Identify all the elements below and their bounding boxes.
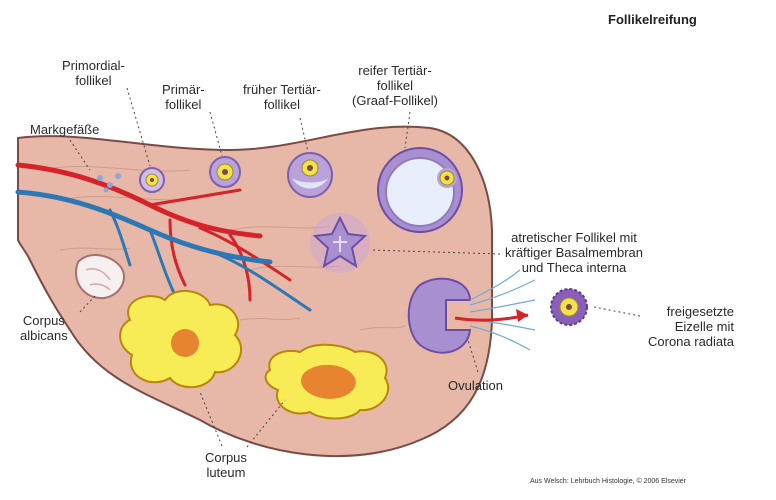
atretischer-follicle <box>310 213 370 273</box>
label-corpus-luteum: Corpus luteum <box>205 450 247 480</box>
label-graaf-follikel: reifer Tertiär- follikel (Graaf-Follikel… <box>352 63 438 108</box>
label-markgefaesse: Markgefäße <box>30 122 99 137</box>
label-frueher-tertiaerfollikel: früher Tertiär- follikel <box>243 82 321 112</box>
frueher-tertiaer-follicle <box>288 153 332 197</box>
label-atretischer-follikel: atretischer Follikel mit kräftiger Basal… <box>505 230 643 275</box>
graaf-follicle <box>378 148 462 232</box>
label-primordialfollikel: Primordial- follikel <box>62 58 125 88</box>
label-freigesetzte-eizelle: freigesetzte Eizelle mit Corona radiata <box>648 304 734 349</box>
label-corpus-albicans: Corpus albicans <box>20 313 68 343</box>
diagram-title: Follikelreifung <box>608 12 697 27</box>
corpus-luteum-left <box>120 291 241 387</box>
image-credit: Aus Welsch: Lehrbuch Histologie, © 2006 … <box>530 478 686 485</box>
label-ovulation: Ovulation <box>448 378 503 393</box>
label-primaerfollikel: Primär- follikel <box>162 82 205 112</box>
corpus-luteum-right <box>266 345 389 419</box>
primordial-follicle <box>140 168 164 192</box>
primaer-follicle <box>210 157 240 187</box>
released-oocyte <box>551 289 587 325</box>
